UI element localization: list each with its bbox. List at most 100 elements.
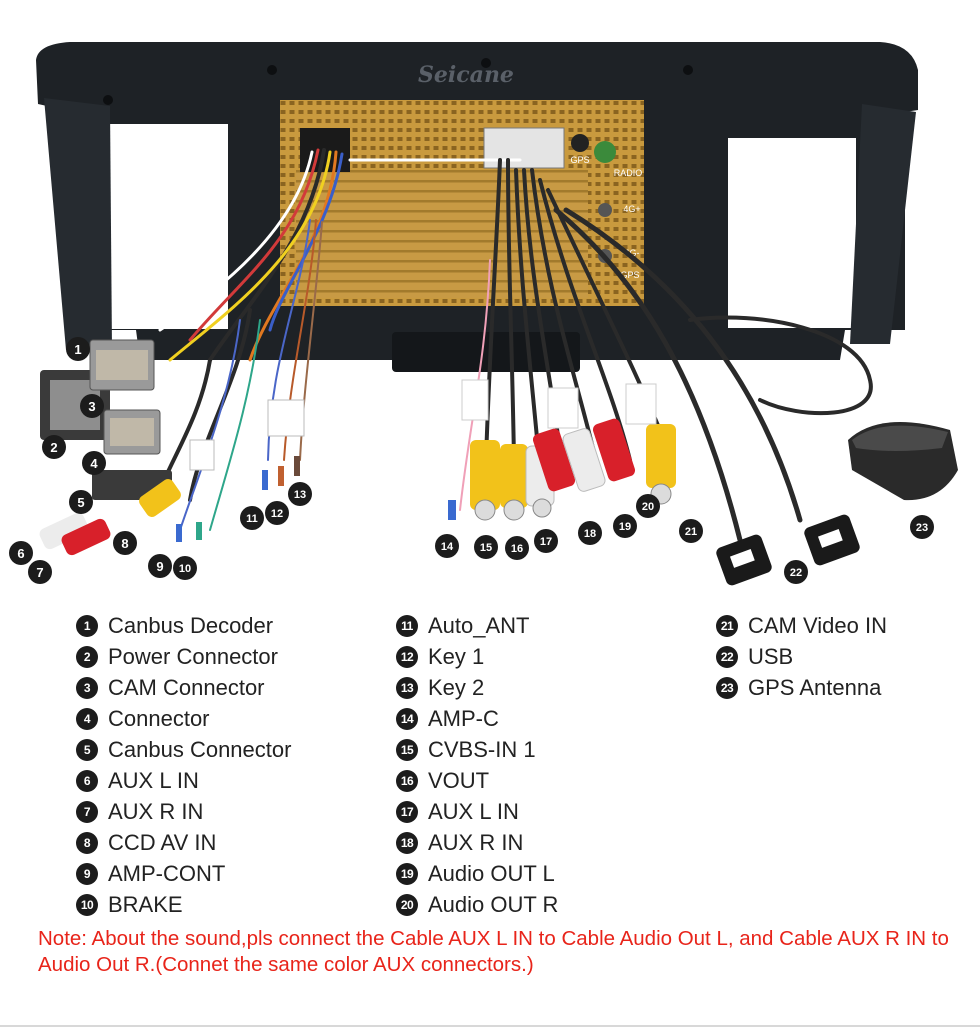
legend-item-23: 23 GPS Antenna — [716, 672, 887, 703]
svg-text:16: 16 — [511, 543, 523, 555]
legend-number: 20 — [396, 893, 418, 916]
legend-label: Key 1 — [428, 643, 485, 669]
legend-number: 3 — [76, 676, 98, 699]
bottom-divider — [0, 1025, 980, 1027]
legend-item-13: 13 Key 2 — [396, 672, 558, 703]
marker-23: 23 — [910, 515, 934, 539]
radio-port-label: RADIO — [614, 168, 643, 178]
marker-14: 14 — [435, 534, 459, 558]
legend-item-3: 3 CAM Connector — [76, 672, 291, 703]
svg-text:14: 14 — [441, 541, 454, 553]
legend-item-22: 22 USB — [716, 641, 887, 672]
legend-label: AUX R IN — [108, 798, 204, 824]
right-rca-plugs — [448, 379, 676, 521]
legend-label: AMP-CONT — [108, 860, 226, 886]
legend-item-12: 12 Key 1 — [396, 641, 558, 672]
wiring-photo: Seicane GPS RADIO 4G+ 4G- GPS — [9, 42, 958, 586]
svg-text:22: 22 — [790, 567, 802, 579]
gps-port-label: GPS — [570, 155, 589, 165]
legend-label: Key 2 — [428, 674, 485, 700]
legend-number: 10 — [76, 893, 98, 916]
usb-connectors — [716, 514, 860, 586]
sound-connection-note: Note: About the sound,pls connect the Ca… — [38, 927, 949, 976]
legend-item-21: 21 CAM Video IN — [716, 610, 887, 641]
legend-number: 8 — [76, 831, 98, 854]
legend-label: Audio OUT L — [428, 860, 555, 886]
legend-item-1: 1 Canbus Decoder — [76, 610, 291, 641]
legend-number: 18 — [396, 831, 418, 854]
svg-text:2: 2 — [50, 440, 57, 455]
marker-17: 17 — [534, 529, 558, 553]
marker-20: 20 — [636, 494, 660, 518]
legend-number: 17 — [396, 800, 418, 823]
legend-label: CAM Connector — [108, 674, 265, 700]
marker-13: 13 — [288, 482, 312, 506]
svg-text:17: 17 — [540, 536, 552, 548]
svg-text:19: 19 — [619, 521, 631, 533]
legend-item-5: 5 Canbus Connector — [76, 734, 291, 765]
legend-number: 23 — [716, 676, 738, 699]
marker-1: 1 — [66, 337, 90, 361]
legend-item-10: 10 BRAKE — [76, 889, 291, 920]
svg-text:8: 8 — [121, 536, 128, 551]
svg-text:1: 1 — [74, 342, 81, 357]
marker-9: 9 — [148, 554, 172, 578]
legend-number: 9 — [76, 862, 98, 885]
svg-text:21: 21 — [685, 526, 697, 538]
marker-2: 2 — [42, 435, 66, 459]
left-rca-plugs — [39, 479, 181, 556]
legend-number: 11 — [396, 614, 418, 637]
legend-number: 14 — [396, 707, 418, 730]
gray-connectors — [40, 339, 172, 500]
marker-3: 3 — [80, 394, 104, 418]
svg-text:10: 10 — [179, 563, 191, 575]
svg-text:6: 6 — [17, 546, 24, 561]
legend-label: BRAKE — [108, 891, 183, 917]
svg-text:13: 13 — [294, 489, 306, 501]
svg-text:7: 7 — [36, 565, 43, 580]
left-wire-harness — [154, 148, 522, 531]
marker-16: 16 — [505, 536, 529, 560]
legend-label: CAM Video IN — [748, 612, 887, 638]
4g-plus-port-label: 4G+ — [623, 204, 640, 214]
legend-item-9: 9 AMP-CONT — [76, 858, 291, 889]
legend-number: 22 — [716, 645, 738, 668]
marker-6: 6 — [9, 541, 33, 565]
gps-antenna — [848, 422, 958, 501]
marker-10: 10 — [173, 556, 197, 580]
legend-label: Canbus Connector — [108, 736, 292, 762]
legend-label: USB — [748, 643, 794, 669]
legend-number: 2 — [76, 645, 98, 668]
legend-number: 15 — [396, 738, 418, 761]
marker-12: 12 — [265, 501, 289, 525]
legend-number: 21 — [716, 614, 738, 637]
marker-11: 11 — [240, 506, 264, 530]
svg-text:15: 15 — [480, 542, 492, 554]
legend-column-3: 21 CAM Video IN 22 USB 23 GPS Antenna — [716, 610, 887, 703]
legend-number: 13 — [396, 676, 418, 699]
svg-text:3: 3 — [88, 399, 95, 414]
legend-label: Power Connector — [108, 643, 278, 669]
marker-21: 21 — [679, 519, 703, 543]
legend-column-1: 1 Canbus Decoder 2 Power Connector 3 CAM Co… — [76, 610, 291, 920]
legend-label: Canbus Decoder — [108, 612, 274, 638]
gps-port-label-2: GPS — [620, 270, 639, 280]
legend-label: Auto_ANT — [428, 612, 530, 638]
legend-item-2: 2 Power Connector — [76, 641, 291, 672]
marker-15: 15 — [474, 535, 498, 559]
legend-number: 12 — [396, 645, 418, 668]
legend-label: GPS Antenna — [748, 674, 882, 700]
legend-number: 5 — [76, 738, 98, 761]
legend-number: 1 — [76, 614, 98, 637]
legend-label: Audio OUT R — [428, 891, 559, 917]
legend-number: 16 — [396, 769, 418, 792]
legend-label: VOUT — [428, 767, 490, 793]
svg-text:20: 20 — [642, 501, 654, 513]
